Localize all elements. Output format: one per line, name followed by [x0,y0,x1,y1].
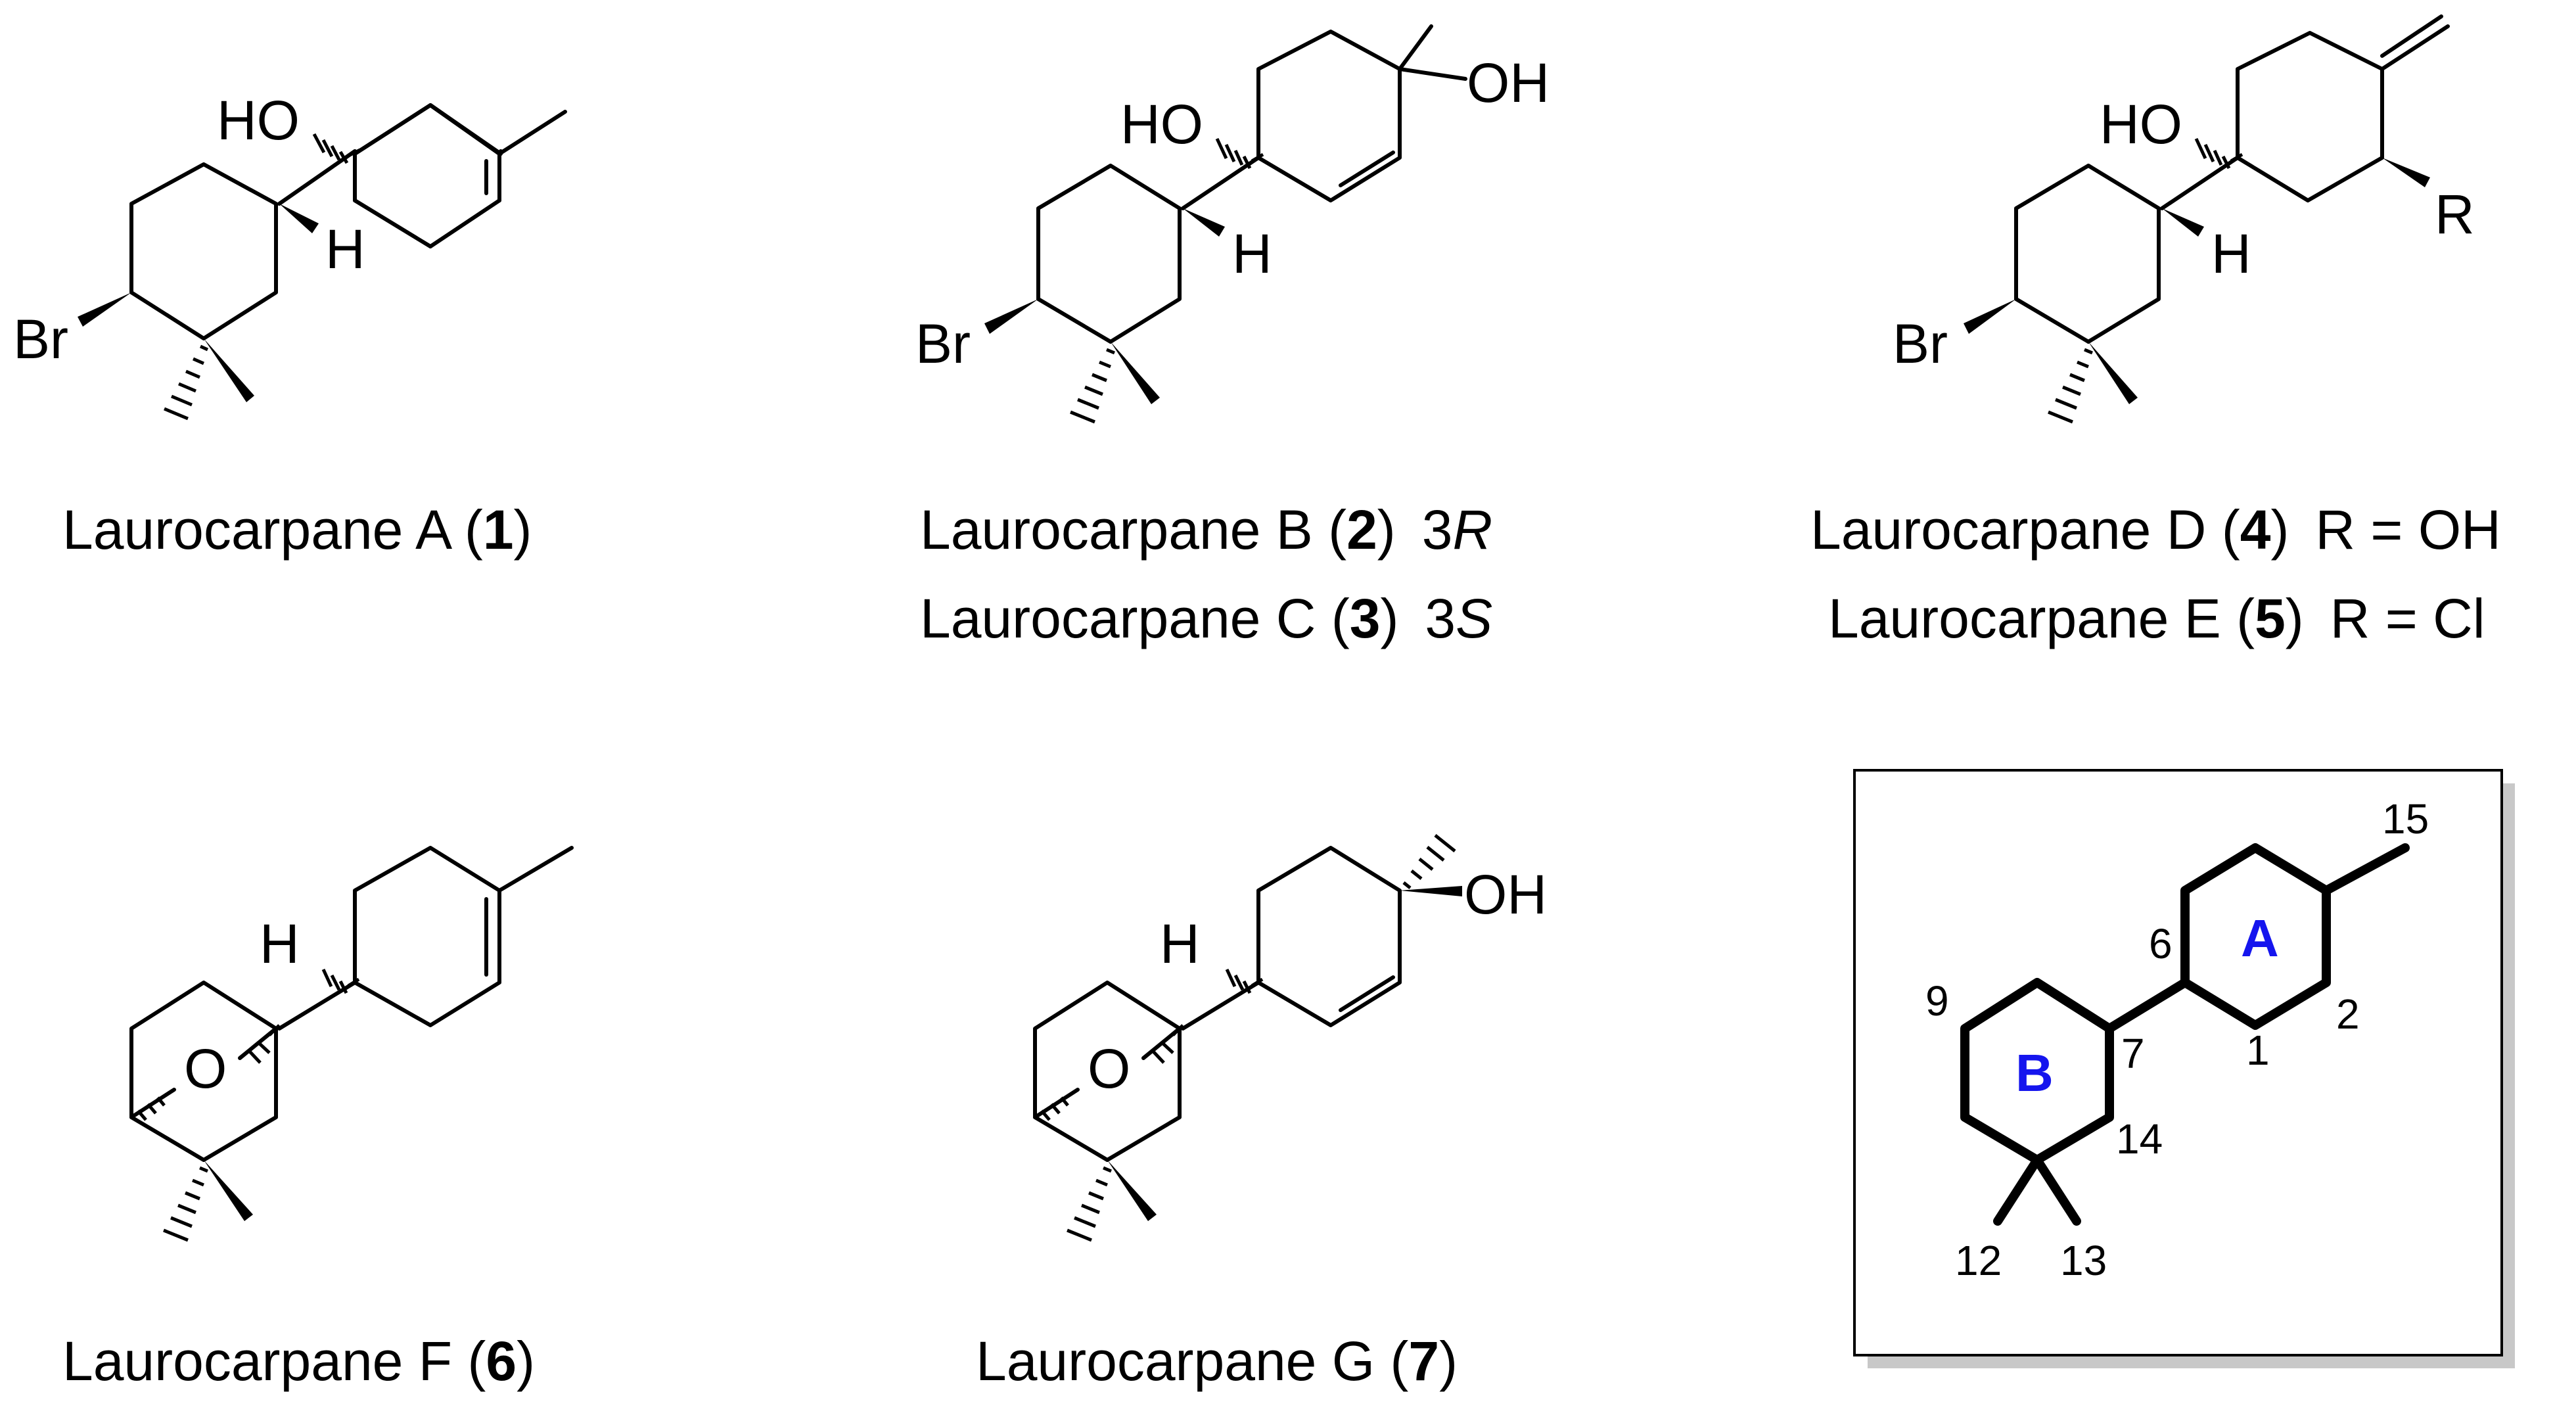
atom-number: 7 [2121,1030,2145,1077]
bromine-label: Br [13,308,68,370]
caption-compound-5: Laurocarpane E (5)R = Cl [1828,588,2485,649]
atom-number: 15 [2382,795,2429,843]
oh-hash-bond [1215,137,1264,170]
oxygen-label: O [1088,1038,1130,1100]
methyl-wedge-bond [1107,1160,1157,1221]
bromine-label: Br [1893,313,1948,375]
r-group-label: R [2435,183,2475,245]
hydroxyl-label: HO [2100,93,2182,155]
atom-number: 2 [2336,990,2360,1038]
r-wedge-bond [2382,158,2430,187]
ring-b-label: B [2015,1044,2054,1102]
h-wedge-bond [1183,208,1225,237]
methyl-hash-bond [1067,1166,1112,1242]
structure-laurocarpane-f: H O [129,846,574,1242]
oh-wedge-bond [1400,886,1462,896]
methyl-wedge-bond [204,338,254,402]
methyl-wedge-bond [204,1160,253,1221]
structure-laurocarpane-b-c: HO OH H Br [915,24,1550,424]
hydrogen-label: H [1160,913,1200,975]
oxygen-label: O [184,1038,227,1100]
hydrogen-label: H [260,913,300,975]
methyl-hash-bond [2048,348,2093,424]
structure-laurocarpane-g: H OH O [1033,834,1547,1242]
h-hash-bond [321,968,360,994]
methyl-wedge-bond [1111,342,1160,404]
structure-laurocarpane-a: HO H Br [13,89,567,421]
methyl-hash-bond [164,344,209,421]
atom-number: 1 [2246,1027,2270,1074]
atom-number: 13 [2060,1237,2107,1284]
caption-compound-2: Laurocarpane B (2)3R [920,499,1492,561]
caption-compound-7: Laurocarpane G (7) [976,1330,1458,1392]
methyl-hash-bond [163,1166,208,1242]
scaffold-numbering-box: A B 15 6 9 2 1 7 14 12 13 [1853,769,2515,1368]
caption-compound-1: Laurocarpane A (1) [62,499,532,561]
c6-c7-bond [277,149,357,206]
h-wedge-bond [279,204,319,233]
caption-compound-3: Laurocarpane C (3)3S [920,588,1492,649]
oh-hash-bond [2194,137,2243,170]
methyl-hash-bond [1070,348,1115,424]
hydrogen-label: H [2211,223,2251,285]
hydroxyl-label: HO [1120,93,1203,155]
hydroxyl-label: OH [1464,864,1547,925]
atom-number: 9 [1925,977,1949,1025]
hydroxyl-label: OH [1467,52,1550,114]
h-hash-bond [1225,968,1264,994]
atom-number: 6 [2149,920,2173,967]
bromine-label: Br [915,313,971,375]
methyl-hash-bond [1402,834,1456,889]
br-wedge-bond [1964,299,2016,334]
ring-a-bonds [353,103,567,248]
oh-hash-bond [312,133,361,164]
hydroxyl-label: HO [217,89,300,151]
h-wedge-bond [2162,208,2204,237]
box-frame [1853,769,2503,1356]
br-wedge-bond [984,299,1038,334]
ring-a-label: A [2241,909,2279,967]
structure-laurocarpane-d-e: HO H Br R [1893,14,2475,424]
ring-b-bonds [129,162,278,340]
br-wedge-bond [78,292,131,327]
methyl-wedge-bond [2088,342,2138,404]
hydrogen-label: H [325,218,365,280]
atom-number: 14 [2116,1115,2163,1163]
caption-compound-4: Laurocarpane D (4)R = OH [1810,499,2501,561]
atom-number: 12 [1955,1237,2002,1284]
caption-compound-6: Laurocarpane F (6) [62,1330,535,1392]
hydrogen-label: H [1232,223,1272,285]
